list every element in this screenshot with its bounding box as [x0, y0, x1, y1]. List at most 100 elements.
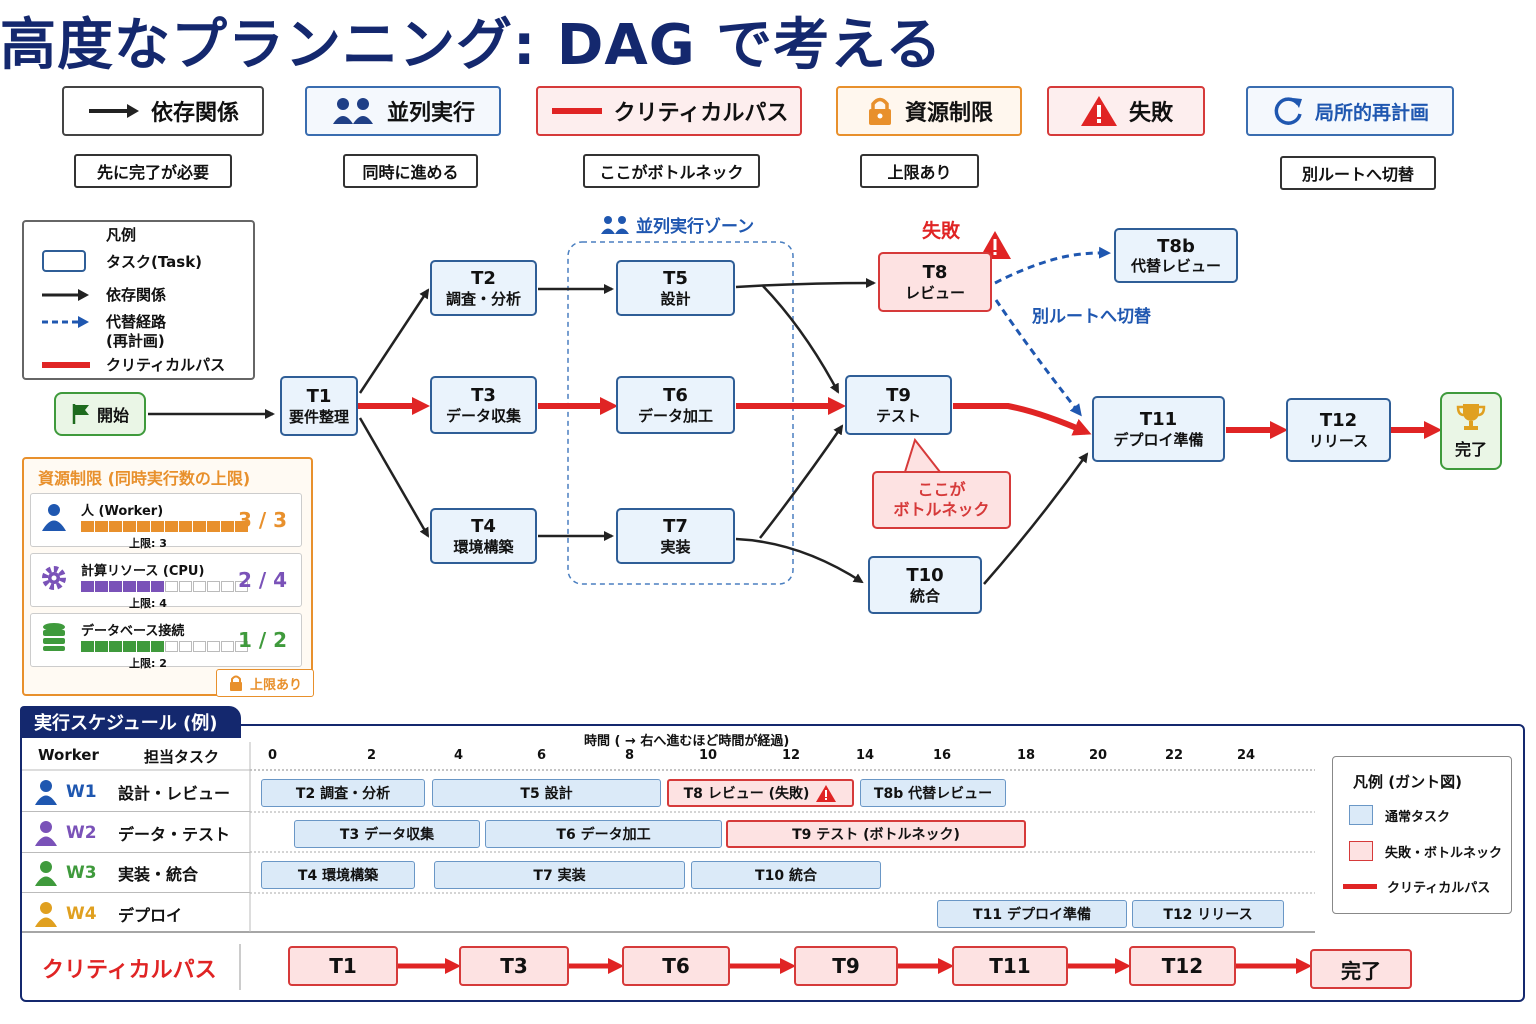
page-title: 高度なプランニング: DAG で考える — [0, 13, 943, 78]
concept-critical-path: クリティカルパス — [536, 86, 802, 136]
gantt-bar: T11 デプロイ準備 — [937, 900, 1127, 928]
task-box-icon — [42, 250, 86, 272]
critical-path-step: T11 — [952, 946, 1068, 986]
resource-database: データベース接続 上限: 2 1 / 2 — [30, 613, 302, 670]
resource-bar — [81, 521, 248, 532]
resource-bar-segment — [123, 581, 136, 592]
concept-label: クリティカルパス — [613, 101, 789, 126]
gantt-bar: T12 リリース — [1132, 900, 1284, 928]
critical-path-step: T3 — [459, 946, 569, 986]
worker-row-w4: W4 デプロイ — [22, 894, 250, 934]
person-icon — [35, 779, 57, 805]
worker-role: データ・テスト — [118, 824, 231, 844]
time-tick: 16 — [933, 748, 952, 763]
time-tick: 14 — [856, 748, 875, 763]
time-tick: 6 — [537, 748, 547, 763]
resource-bar-segment — [179, 641, 192, 652]
resource-bar-segment — [81, 521, 94, 532]
people-icon — [332, 98, 373, 124]
legend-item: 依存関係 — [106, 286, 167, 304]
concept-resource-limit: 資源制限 — [836, 86, 1022, 136]
resource-bar-segment — [207, 641, 220, 652]
resource-bar-segment — [235, 641, 248, 652]
concept-local-replan: 局所的再計画 — [1246, 86, 1454, 136]
concept-note: 別ルートへ切替 — [1280, 156, 1436, 190]
normal-task-swatch — [1349, 805, 1373, 825]
people-icon — [601, 215, 629, 234]
time-tick: 22 — [1165, 748, 1184, 763]
worker-row-w1: W1 設計・レビュー — [22, 772, 250, 812]
lock-icon — [229, 675, 242, 691]
worker-row-w2: W2 データ・テスト — [22, 813, 250, 853]
flag-icon — [72, 404, 89, 424]
resource-bar-segment — [221, 641, 234, 652]
resource-limit-badge: 上限あり — [216, 669, 314, 697]
dag-edges — [148, 241, 1442, 585]
schedule-panel — [20, 724, 1525, 1002]
worker-role: 実装・統合 — [118, 864, 199, 884]
gantt-bar: T6 データ加工 — [485, 820, 722, 848]
refresh-icon — [1274, 97, 1302, 125]
time-tick: 20 — [1089, 748, 1108, 763]
resource-bar-segment — [179, 581, 192, 592]
resource-bar-segment — [95, 641, 108, 652]
resource-bar-segment — [137, 641, 150, 652]
start-node: 開始 — [54, 392, 146, 436]
legend-item: クリティカルパス — [106, 356, 226, 374]
resource-bar-segment — [109, 521, 122, 532]
resource-cpu: 計算リソース (CPU) 上限: 4 2 / 4 — [30, 553, 302, 610]
concept-dependency: 依存関係 — [62, 86, 264, 136]
resource-bar-segment — [193, 581, 206, 592]
time-tick: 2 — [367, 748, 377, 763]
gantt-bar-failed: T8 レビュー (失敗) — [667, 779, 854, 807]
resource-bar-segment — [151, 521, 164, 532]
resource-bar-segment — [207, 581, 220, 592]
time-tick: 0 — [268, 748, 278, 763]
resource-bar-segment — [81, 581, 94, 592]
critical-path-label: クリティカルパス — [42, 958, 217, 983]
worker-role: 設計・レビュー — [118, 783, 231, 803]
resource-bar-segment — [179, 521, 192, 532]
gantt-bar: T5 設計 — [432, 779, 661, 807]
done-node: 完了 — [1440, 392, 1502, 470]
critical-path-step: 完了 — [1310, 949, 1412, 989]
resource-bar-segment — [235, 581, 248, 592]
gantt-bar: T2 調査・分析 — [261, 779, 425, 807]
concept-note: 上限あり — [860, 154, 979, 188]
resource-bar-segment — [109, 641, 122, 652]
resource-bar — [81, 641, 248, 652]
worker-id: W3 — [66, 862, 97, 883]
gantt-legend-item: 失敗・ボトルネック — [1385, 845, 1503, 861]
resource-bar-segment — [193, 521, 206, 532]
legend-item: (再計画) — [106, 332, 165, 350]
person-icon — [35, 902, 57, 927]
worker-row-w3: W3 実装・統合 — [22, 853, 250, 893]
resource-bar-segment — [235, 521, 248, 532]
resource-bar-segment — [109, 581, 122, 592]
concept-label: 局所的再計画 — [1314, 101, 1429, 124]
time-axis-label: 時間 ( → 右へ進むほど時間が経過) — [584, 734, 790, 749]
schedule-title: 実行スケジュール (例) — [20, 706, 242, 738]
red-line-icon — [42, 361, 90, 368]
resource-bar — [81, 581, 248, 592]
gantt-bar-bottleneck: T9 テスト (ボトルネック) — [726, 820, 1026, 848]
resource-bar-segment — [221, 521, 234, 532]
resource-bar-segment — [165, 641, 178, 652]
resource-bar-segment — [165, 581, 178, 592]
time-tick: 10 — [699, 748, 718, 763]
resource-bar-segment — [165, 521, 178, 532]
column-header-worker: Worker — [38, 746, 99, 764]
person-icon — [42, 504, 66, 531]
arrow-icon — [42, 288, 89, 301]
critical-path-step: T12 — [1129, 946, 1236, 986]
concept-label: 失敗 — [1128, 101, 1173, 126]
resource-workers: 人 (Worker) 上限: 3 3 / 3 — [30, 493, 302, 550]
failure-swatch — [1349, 841, 1373, 861]
resource-panel: 資源制限 (同時実行数の上限) 人 (Worker) 上限: 3 3 / 3 計… — [22, 457, 314, 697]
time-tick: 12 — [782, 748, 801, 763]
